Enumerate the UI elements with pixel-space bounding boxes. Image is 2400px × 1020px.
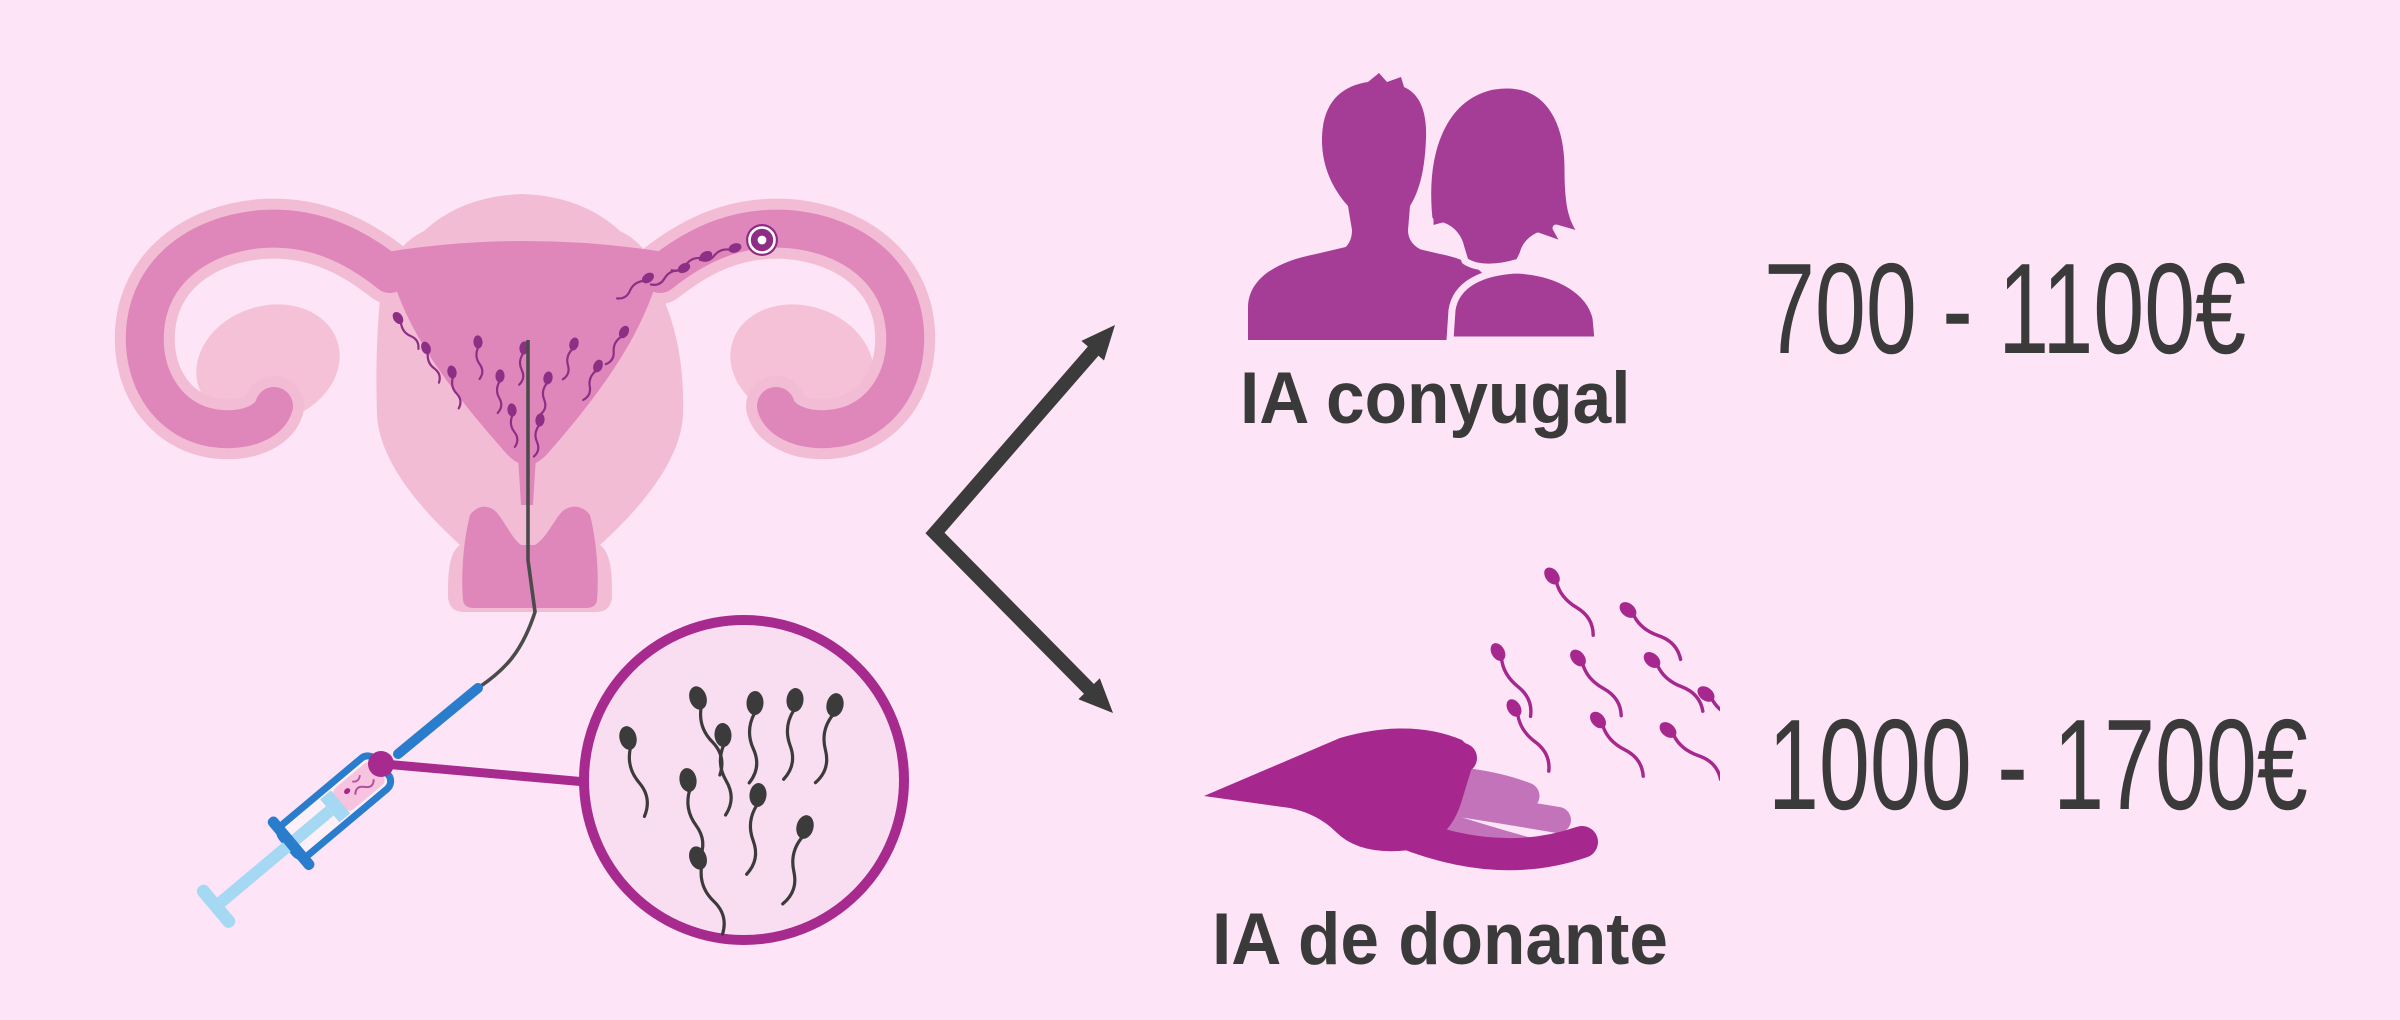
egg-cell bbox=[746, 224, 778, 256]
uterus-insemination-illustration bbox=[114, 194, 1115, 945]
magnifier-anchor-dot bbox=[368, 751, 394, 777]
syringe-plunger-rod bbox=[217, 806, 334, 907]
option-conyugal-price: 700 - 1100€ bbox=[1764, 237, 2247, 381]
magnifier-circle bbox=[579, 615, 909, 945]
catheter-line bbox=[477, 340, 537, 690]
arrow-head-up bbox=[1081, 325, 1115, 361]
syringe-thumb-pad bbox=[196, 884, 236, 928]
option-donante-label: IA de donante bbox=[1212, 899, 1668, 980]
vagina-interior bbox=[462, 506, 598, 608]
option-donante-price: 1000 - 1700€ bbox=[1768, 693, 2308, 837]
option-conyugal-label: IA conyugal bbox=[1240, 358, 1631, 439]
man-silhouette bbox=[1322, 73, 1427, 251]
magnifier-connector bbox=[383, 759, 587, 787]
open-hand bbox=[1204, 728, 1598, 871]
donor-sperm-cells bbox=[1485, 562, 1720, 783]
woman-silhouette bbox=[1417, 81, 1588, 271]
catheter-blue-segment bbox=[393, 683, 483, 759]
syringe-flange bbox=[267, 816, 315, 871]
arrow-head-down bbox=[1078, 678, 1113, 713]
syringe bbox=[196, 752, 395, 928]
hand-with-sperm-icon bbox=[1204, 562, 1720, 871]
fallopian-tubes bbox=[125, 209, 925, 449]
couple-icon bbox=[1248, 73, 1602, 340]
ovary-left bbox=[196, 304, 340, 424]
branch-arrows bbox=[925, 325, 1115, 713]
ovaries bbox=[196, 304, 874, 424]
syringe-plunger-seal bbox=[320, 790, 351, 823]
